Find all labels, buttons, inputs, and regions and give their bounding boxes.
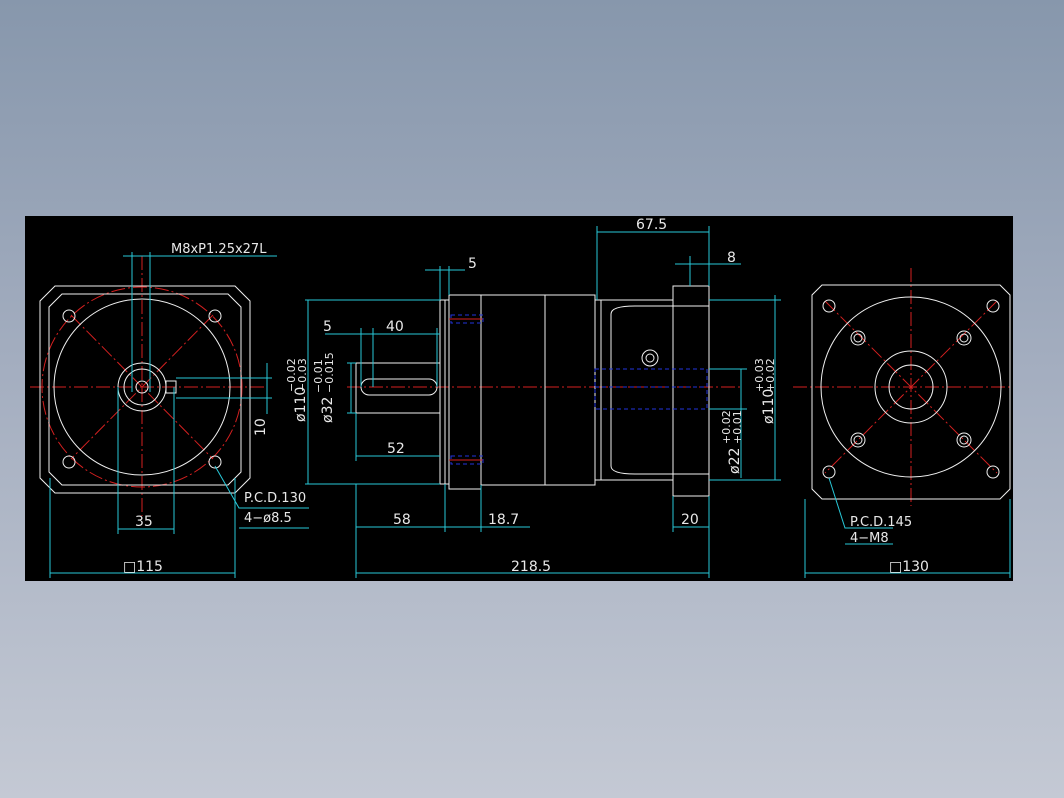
key-offset-text: 5 <box>323 319 332 335</box>
dim8-text: 8 <box>727 250 736 266</box>
rear-view: P.C.D.145 4−M8 □130 <box>793 268 1013 578</box>
rear-corner-hole-tl <box>822 299 836 313</box>
dim5-top-text: 5 <box>468 256 477 272</box>
dim20-text: 20 <box>681 512 699 528</box>
rear-corner-hole-bl <box>822 465 836 479</box>
d22-tol-lower: +0.01 <box>731 410 744 444</box>
front-pilot-circle <box>53 298 231 476</box>
tap-hidden-bottom <box>450 455 484 465</box>
side-view: 5 5 40 52 ø32 −0.01 −0.015 ø110 −0.02 −0… <box>285 217 781 578</box>
sq130-text: □130 <box>889 559 929 575</box>
front-mount-hole-tl <box>62 309 76 323</box>
front-pcd-note: P.C.D.130 <box>244 491 306 506</box>
rear-bolt-holes <box>850 330 972 448</box>
key-dim-text: 10 <box>253 418 269 436</box>
dim187-text: 18.7 <box>488 512 519 528</box>
d22-tol-upper: +0.02 <box>720 410 733 444</box>
cad-drawing-canvas: M8xP1.25x27L 10 35 P.C.D.130 4−ø8.5 □115 <box>25 216 1013 581</box>
set-screw-inner <box>645 353 655 363</box>
dim35-text: 35 <box>135 514 153 530</box>
rear-diag-2 <box>824 300 998 474</box>
input-flange <box>672 285 710 497</box>
d110-text: ø110 <box>293 387 309 422</box>
rear-inner-bore <box>888 364 934 410</box>
gear-body-2 <box>544 294 596 486</box>
dim52-text: 52 <box>387 441 405 457</box>
rear-bore-circle <box>874 350 948 424</box>
d32-tol-lower: −0.015 <box>323 352 336 393</box>
d110in-text: ø110 <box>761 389 777 424</box>
thread-note: M8xP1.25x27L <box>171 242 267 257</box>
sq115-text: □115 <box>123 559 163 575</box>
input-bore-hidden <box>594 368 708 410</box>
dim2185-text: 218.5 <box>511 559 551 575</box>
rear-pcd-note: P.C.D.145 <box>850 515 912 530</box>
d32-tol-upper: −0.01 <box>312 359 325 393</box>
d110-tol-upper: −0.02 <box>285 358 298 392</box>
front-tapped-hole <box>135 380 149 394</box>
motor-adapter <box>600 299 674 481</box>
output-shaft <box>355 362 441 414</box>
front-holes-note: 4−ø8.5 <box>244 511 292 526</box>
dim58-text: 58 <box>393 512 411 528</box>
front-view: M8xP1.25x27L 10 35 P.C.D.130 4−ø8.5 □115 <box>30 242 309 578</box>
front-inner-flange <box>48 293 242 486</box>
rear-square-flange <box>811 284 1011 500</box>
set-screw-outer <box>641 349 659 367</box>
key-length-text: 40 <box>386 319 404 335</box>
gear-body <box>480 294 546 486</box>
rear-pcd-leader <box>828 477 893 529</box>
front-pcd-circle <box>41 286 243 488</box>
d22-text: ø22 <box>727 448 743 474</box>
adapter-relief <box>610 305 673 475</box>
dim675-text: 67.5 <box>636 217 667 233</box>
front-mount-hole-tr <box>208 309 222 323</box>
front-keyway <box>165 380 177 394</box>
rear-holes-note: 4−M8 <box>850 531 889 546</box>
adapter-step <box>594 299 602 481</box>
front-pcd-leader <box>214 465 309 509</box>
front-mount-hole-bl <box>62 455 76 469</box>
d110in-tol-upper: +0.03 <box>753 358 766 392</box>
front-mount-hole-br <box>208 455 222 469</box>
rear-corner-hole-br <box>986 465 1000 479</box>
front-shaft-inner-circle <box>123 368 161 406</box>
gearbox-drawing: M8xP1.25x27L 10 35 P.C.D.130 4−ø8.5 □115 <box>30 217 1013 578</box>
rear-corner-hole-tr <box>986 299 1000 313</box>
tap-hidden-top <box>450 314 484 324</box>
d110in-tol-lower: +0.02 <box>764 358 777 392</box>
rear-outer-circle <box>820 296 1002 478</box>
front-diag-centerline-2 <box>70 314 214 460</box>
d32-text: ø32 <box>320 397 336 423</box>
d110-tol-lower: −0.03 <box>296 358 309 392</box>
